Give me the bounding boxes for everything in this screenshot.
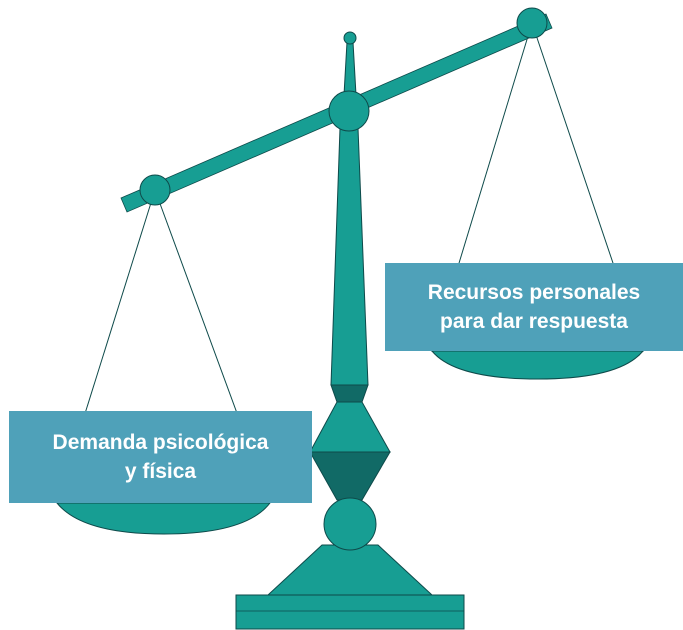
scale-base-plate (235, 594, 465, 630)
resources-label-line-1: Recursos personales (427, 281, 641, 304)
scale-finial-stem (343, 41, 357, 96)
column-diamond-upper (309, 401, 391, 453)
demand-label: Demanda psicológica y física (9, 411, 312, 503)
column-diamond-lower (309, 451, 391, 501)
column-ball (323, 497, 377, 551)
scale-column (309, 127, 391, 551)
scale-base (235, 544, 465, 630)
right-pan (430, 350, 645, 380)
scale-base-flare (266, 544, 434, 596)
resources-label: Recursos personales para dar respuesta (385, 263, 683, 351)
beam-pivot-center (328, 90, 370, 132)
column-shaft (330, 127, 369, 386)
column-collar (330, 384, 369, 403)
left-pan (55, 502, 272, 535)
demand-label-line-2: y física (124, 460, 197, 483)
resources-label-line-2: para dar respuesta (440, 310, 628, 333)
demand-label-line-1: Demanda psicológica (52, 431, 269, 454)
beam-pivot-right (516, 7, 548, 39)
beam-pivot-left (139, 174, 171, 206)
scale-finial-knob (343, 31, 357, 45)
